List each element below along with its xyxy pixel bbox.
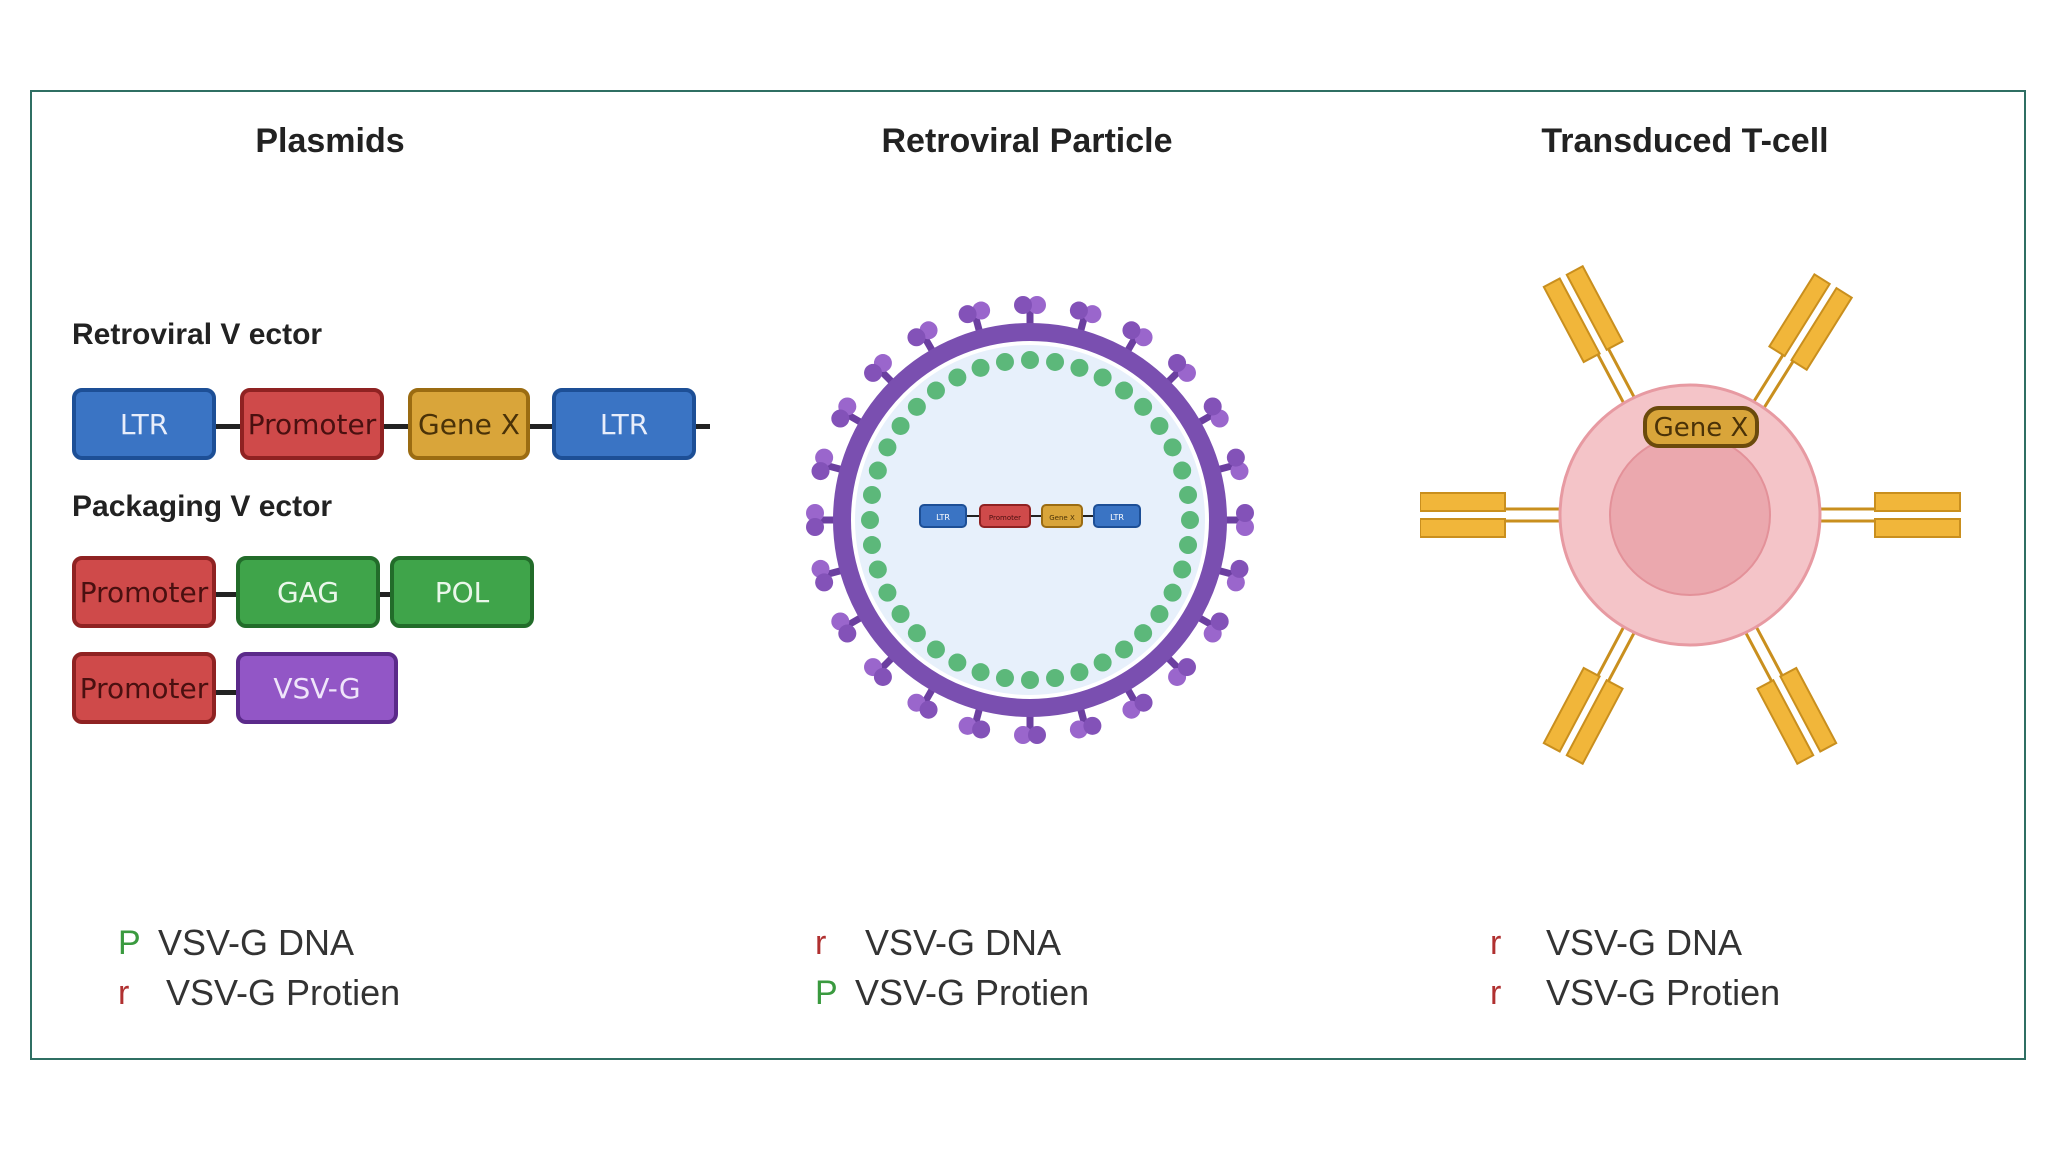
- gene-x-box: Gene X: [408, 388, 530, 460]
- capsid-bead: [878, 438, 897, 457]
- car-receptors: [1420, 264, 1961, 766]
- capsid-bead: [971, 663, 990, 682]
- capsid-bead: [1021, 671, 1039, 689]
- capsid-bead: [1115, 381, 1134, 400]
- check-icon: P: [815, 973, 838, 1012]
- insert-ltr-box: [1093, 504, 1141, 528]
- capsid-bead: [1150, 416, 1169, 435]
- capsid-bead: [1093, 368, 1112, 387]
- insert-ltr-label: LTR: [1110, 513, 1124, 522]
- capsid-bead: [971, 358, 990, 377]
- capsid-bead: [907, 397, 926, 416]
- insert-ltr-label: LTR: [936, 513, 950, 522]
- legend-row: r VSV-G Protien: [1490, 972, 1780, 1014]
- plasmids-title: Plasmids: [255, 122, 405, 160]
- vsv-g-spike: [864, 354, 902, 392]
- legend-text: VSV-G DNA: [1546, 922, 1743, 963]
- figure-frame: [30, 90, 2026, 1060]
- capsid-bead: [1021, 351, 1039, 369]
- capsid-bead: [926, 381, 945, 400]
- legend-text: VSV-G DNA: [865, 922, 1062, 963]
- car-receptor: [1735, 608, 1838, 766]
- legend-text: VSV-G DNA: [158, 922, 355, 963]
- legend-row: P VSV-G DNA: [118, 922, 354, 964]
- vsv-g-spike: [1014, 296, 1046, 335]
- legend-row: r VSV-G DNA: [815, 922, 1061, 964]
- capsid-bead: [1163, 438, 1182, 457]
- promoter-box: Promoter: [72, 652, 216, 724]
- capsid-bead: [1173, 560, 1192, 579]
- capsid-bead: [1070, 663, 1089, 682]
- car-receptor: [1800, 492, 1961, 538]
- envelope-membrane: [833, 323, 1227, 717]
- car-receptor: [1542, 608, 1645, 766]
- capsid-bead: [891, 416, 910, 435]
- capsid-bead: [1046, 352, 1065, 371]
- capsid-bead: [891, 605, 910, 624]
- gag-box: GAG: [236, 556, 380, 628]
- ltr-box: LTR: [552, 388, 696, 460]
- vsv-g-spike: [1119, 678, 1153, 719]
- legend-text: VSV-G Protien: [855, 972, 1090, 1013]
- legend-text: VSV-G Protien: [1546, 972, 1781, 1013]
- capsid-bead: [862, 485, 881, 504]
- promoter-box: Promoter: [240, 388, 384, 460]
- capsid-bead: [907, 624, 926, 643]
- capsid-bead: [1115, 640, 1134, 659]
- capsid-bead: [1150, 605, 1169, 624]
- capsid-bead: [1134, 624, 1153, 643]
- capsid-bead: [1179, 485, 1198, 504]
- capsid-bead: [868, 461, 887, 480]
- cross-icon: r: [815, 923, 827, 962]
- capsid-bead: [948, 653, 967, 672]
- legend-row: P VSV-G Protien: [815, 972, 1089, 1014]
- capsid-bead: [1134, 397, 1153, 416]
- capsid-ring: [861, 351, 1199, 689]
- capsid-bead: [1181, 511, 1199, 529]
- insert-gene-x-box: [1041, 504, 1083, 528]
- nucleus: [1609, 434, 1771, 596]
- vsv-g-spike: [864, 648, 902, 686]
- insert-promoter-box: [979, 504, 1031, 528]
- transduced-t-cell: Gene X: [1420, 264, 1961, 766]
- legend-text: VSV-G Protien: [166, 972, 401, 1013]
- capsid-bead: [868, 560, 887, 579]
- tcell-title: Transduced T-cell: [1541, 122, 1829, 160]
- insert-promoter-label: Promoter: [989, 514, 1021, 522]
- gene-x-badge: [1643, 406, 1759, 448]
- capsid-bead: [1173, 461, 1192, 480]
- vsv-g-spike: [811, 559, 853, 592]
- pol-box: POL: [390, 556, 534, 628]
- legend-row: r VSV-G DNA: [1490, 922, 1742, 964]
- capsid-bead: [862, 536, 881, 555]
- capsid-bead: [878, 583, 897, 602]
- vsv-g-box: VSV-G: [236, 652, 398, 724]
- insert-gene-label: Gene X: [1049, 514, 1075, 522]
- capsid-bead: [1093, 653, 1112, 672]
- retroviral-vector-title: Retroviral V ector: [72, 318, 323, 351]
- capsid-bead: [1070, 358, 1089, 377]
- retroviral-particle: LTR Promoter Gene X LTR: [806, 296, 1254, 744]
- gene-x-label: Gene X: [1654, 413, 1749, 443]
- capsid-bead: [1046, 669, 1065, 688]
- car-receptor: [1420, 492, 1580, 538]
- legend-row: r VSV-G Protien: [118, 972, 400, 1014]
- promoter-box: Promoter: [72, 556, 216, 628]
- ltr-box: LTR: [72, 388, 216, 460]
- capsid-bead: [948, 368, 967, 387]
- capsid-bead: [995, 669, 1014, 688]
- capsid-bead: [861, 511, 879, 529]
- capsid-bead: [1163, 583, 1182, 602]
- packaging-backbone-2: [210, 690, 250, 695]
- packaging-vector-title: Packaging V ector: [72, 490, 333, 523]
- check-icon: P: [118, 923, 141, 962]
- capsid-bead: [926, 640, 945, 659]
- insert-ltr-box: [919, 504, 967, 528]
- capsid-bead: [995, 352, 1014, 371]
- cross-icon: r: [1490, 973, 1502, 1012]
- cross-icon: r: [118, 973, 130, 1012]
- cross-icon: r: [1490, 923, 1502, 962]
- particle-title: Retroviral Particle: [881, 122, 1173, 160]
- capsid-bead: [1179, 536, 1198, 555]
